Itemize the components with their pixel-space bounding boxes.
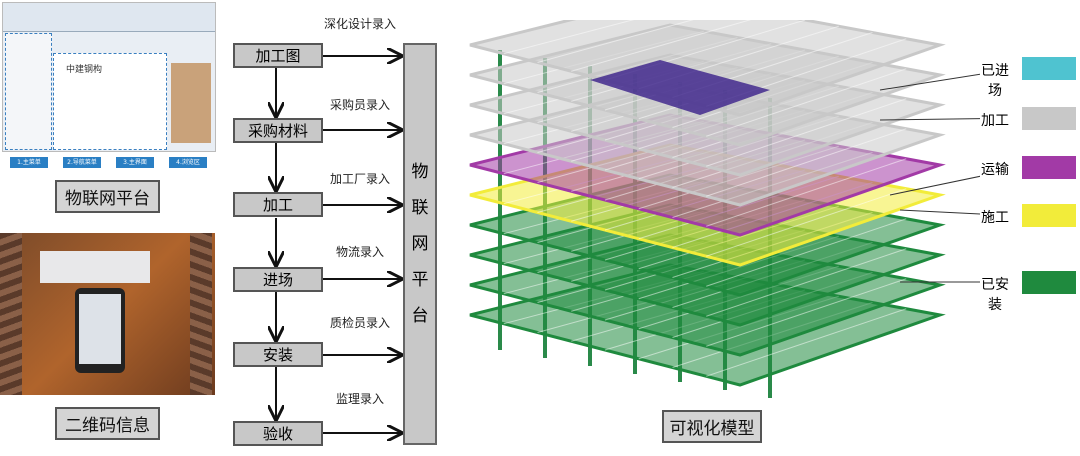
iot-platform-bar: 物 联 网 平 台 — [403, 43, 437, 445]
input-label-inspector: 质检员录入 — [329, 316, 390, 330]
beam — [706, 188, 907, 257]
main-menu-button[interactable]: 1.主菜单 — [10, 157, 48, 168]
core-block — [590, 60, 770, 115]
nav-menu-button[interactable]: 2.导航菜单 — [63, 157, 101, 168]
legend-swatch-processing — [1022, 107, 1076, 130]
beam — [706, 68, 907, 137]
input-label-purchaser: 采购员录入 — [329, 98, 390, 112]
input-label-design: 深化设计录入 — [323, 17, 396, 31]
input-label-factory: 加工厂录入 — [329, 172, 390, 186]
legend-label: 施工 — [981, 210, 1009, 226]
platform-char: 联 — [411, 198, 429, 218]
leader-line — [899, 209, 980, 215]
beam — [706, 158, 907, 227]
platform-char: 台 — [411, 306, 429, 326]
iot-platform-screenshot: 中建钢构 — [2, 2, 216, 152]
beam — [537, 20, 694, 63]
main-view-button[interactable]: 3.主界面 — [116, 157, 154, 168]
beam — [706, 128, 907, 197]
platform-char: 物 — [411, 162, 429, 182]
step-acceptance: 验收 — [233, 421, 323, 446]
legend-label: 加工 — [981, 113, 1009, 129]
beam — [503, 20, 635, 55]
input-label-supervisor: 监理录入 — [335, 392, 384, 406]
step-processing-drawing: 加工图 — [233, 43, 323, 68]
beam — [706, 218, 907, 287]
building-model — [469, 20, 980, 398]
legend-label: 已安装 — [981, 277, 1009, 313]
iot-platform-caption: 物联网平台 — [55, 180, 160, 213]
step-site-entry: 进场 — [233, 267, 323, 292]
browse-area-button[interactable]: 4.浏览区 — [169, 157, 207, 168]
legend-label: 已进场 — [981, 63, 1009, 99]
step-installation: 安装 — [233, 342, 323, 367]
beam — [706, 308, 907, 377]
beam — [571, 20, 752, 72]
brand-logo: 中建钢构 — [66, 65, 103, 75]
platform-char: 网 — [411, 234, 429, 254]
legend-swatch-installed — [1022, 271, 1076, 294]
step-processing: 加工 — [233, 192, 323, 217]
leader-line — [889, 175, 980, 196]
legend-label: 运输 — [981, 162, 1009, 178]
beam — [706, 278, 907, 347]
input-label-logistics: 物流录入 — [335, 245, 384, 259]
beam — [706, 248, 907, 317]
leader-line — [879, 118, 980, 121]
legend-swatch-transport — [1022, 156, 1076, 179]
step-purchase-material: 采购材料 — [233, 118, 323, 143]
qr-code-photo — [0, 233, 215, 395]
beam — [706, 98, 907, 167]
legend-swatch-arrived — [1022, 57, 1076, 80]
qr-info-caption: 二维码信息 — [55, 407, 160, 440]
platform-char: 平 — [411, 270, 429, 290]
model-caption: 可视化模型 — [662, 410, 762, 443]
legend-swatch-construction — [1022, 204, 1076, 227]
leader-line — [879, 73, 980, 91]
